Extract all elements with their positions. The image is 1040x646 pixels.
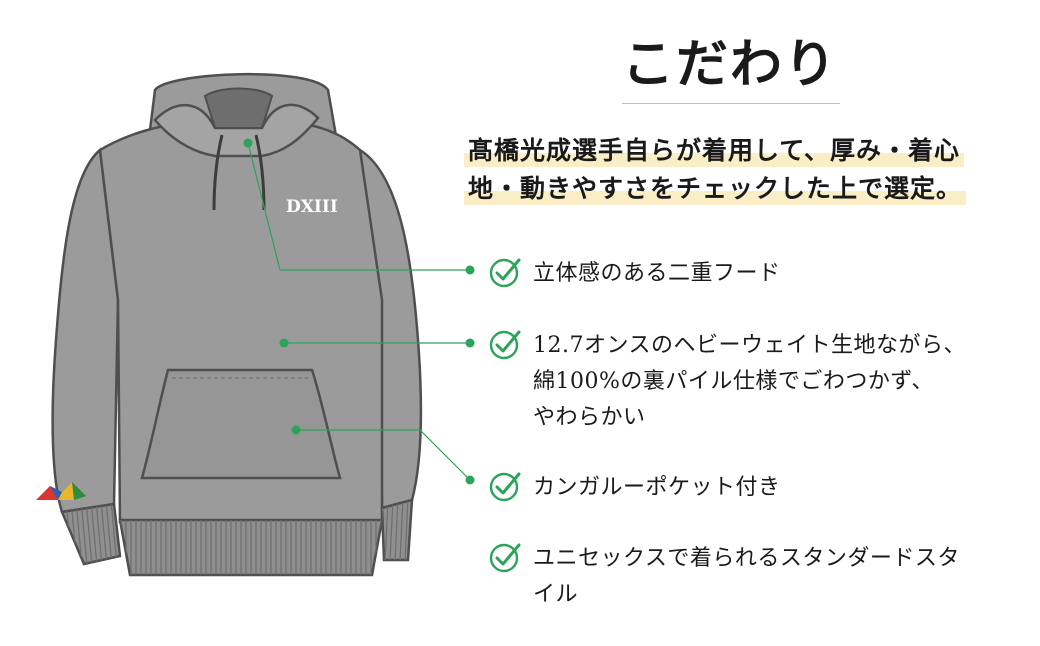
hood-front [153, 103, 320, 158]
check-circle-icon [489, 330, 521, 360]
chest-logo: DXIII [286, 197, 338, 217]
hood-opening [203, 87, 274, 129]
intro-text-2: 地・動きやすさをチェックした上で選定。 [464, 174, 967, 205]
kangaroo-pocket [140, 368, 342, 480]
check-circle-icon [489, 472, 521, 502]
feature-text: ユニセックスで着られるスタンダードスタ イル [533, 546, 960, 607]
check-circle-icon [489, 258, 521, 288]
page-title: こだわり [621, 34, 838, 95]
feature-text: カンガルーポケット付き [533, 475, 781, 500]
intro-line-2: 地・動きやすさをチェックした上で選定。 [464, 174, 967, 205]
drawstring-left [212, 134, 224, 211]
drawstring-right [254, 134, 266, 211]
right-sleeve [358, 147, 423, 510]
feature-text: 立体感のある二重フード [533, 261, 781, 286]
callout-lines [247, 142, 471, 481]
sleeve-badge [36, 482, 86, 500]
feature-text: 12.7オンスのヘビーウェイト生地ながら、 綿100%の裏パイル仕様でごわつかず… [533, 333, 967, 430]
check-circle-icon [489, 543, 521, 573]
intro-line-1: 髙橋光成選手自らが着用して、厚み・着心 [464, 136, 965, 167]
title-divider [622, 103, 840, 104]
intro-text-1: 髙橋光成選手自らが着用して、厚み・着心 [464, 136, 965, 167]
callout-dots [243, 138, 475, 485]
